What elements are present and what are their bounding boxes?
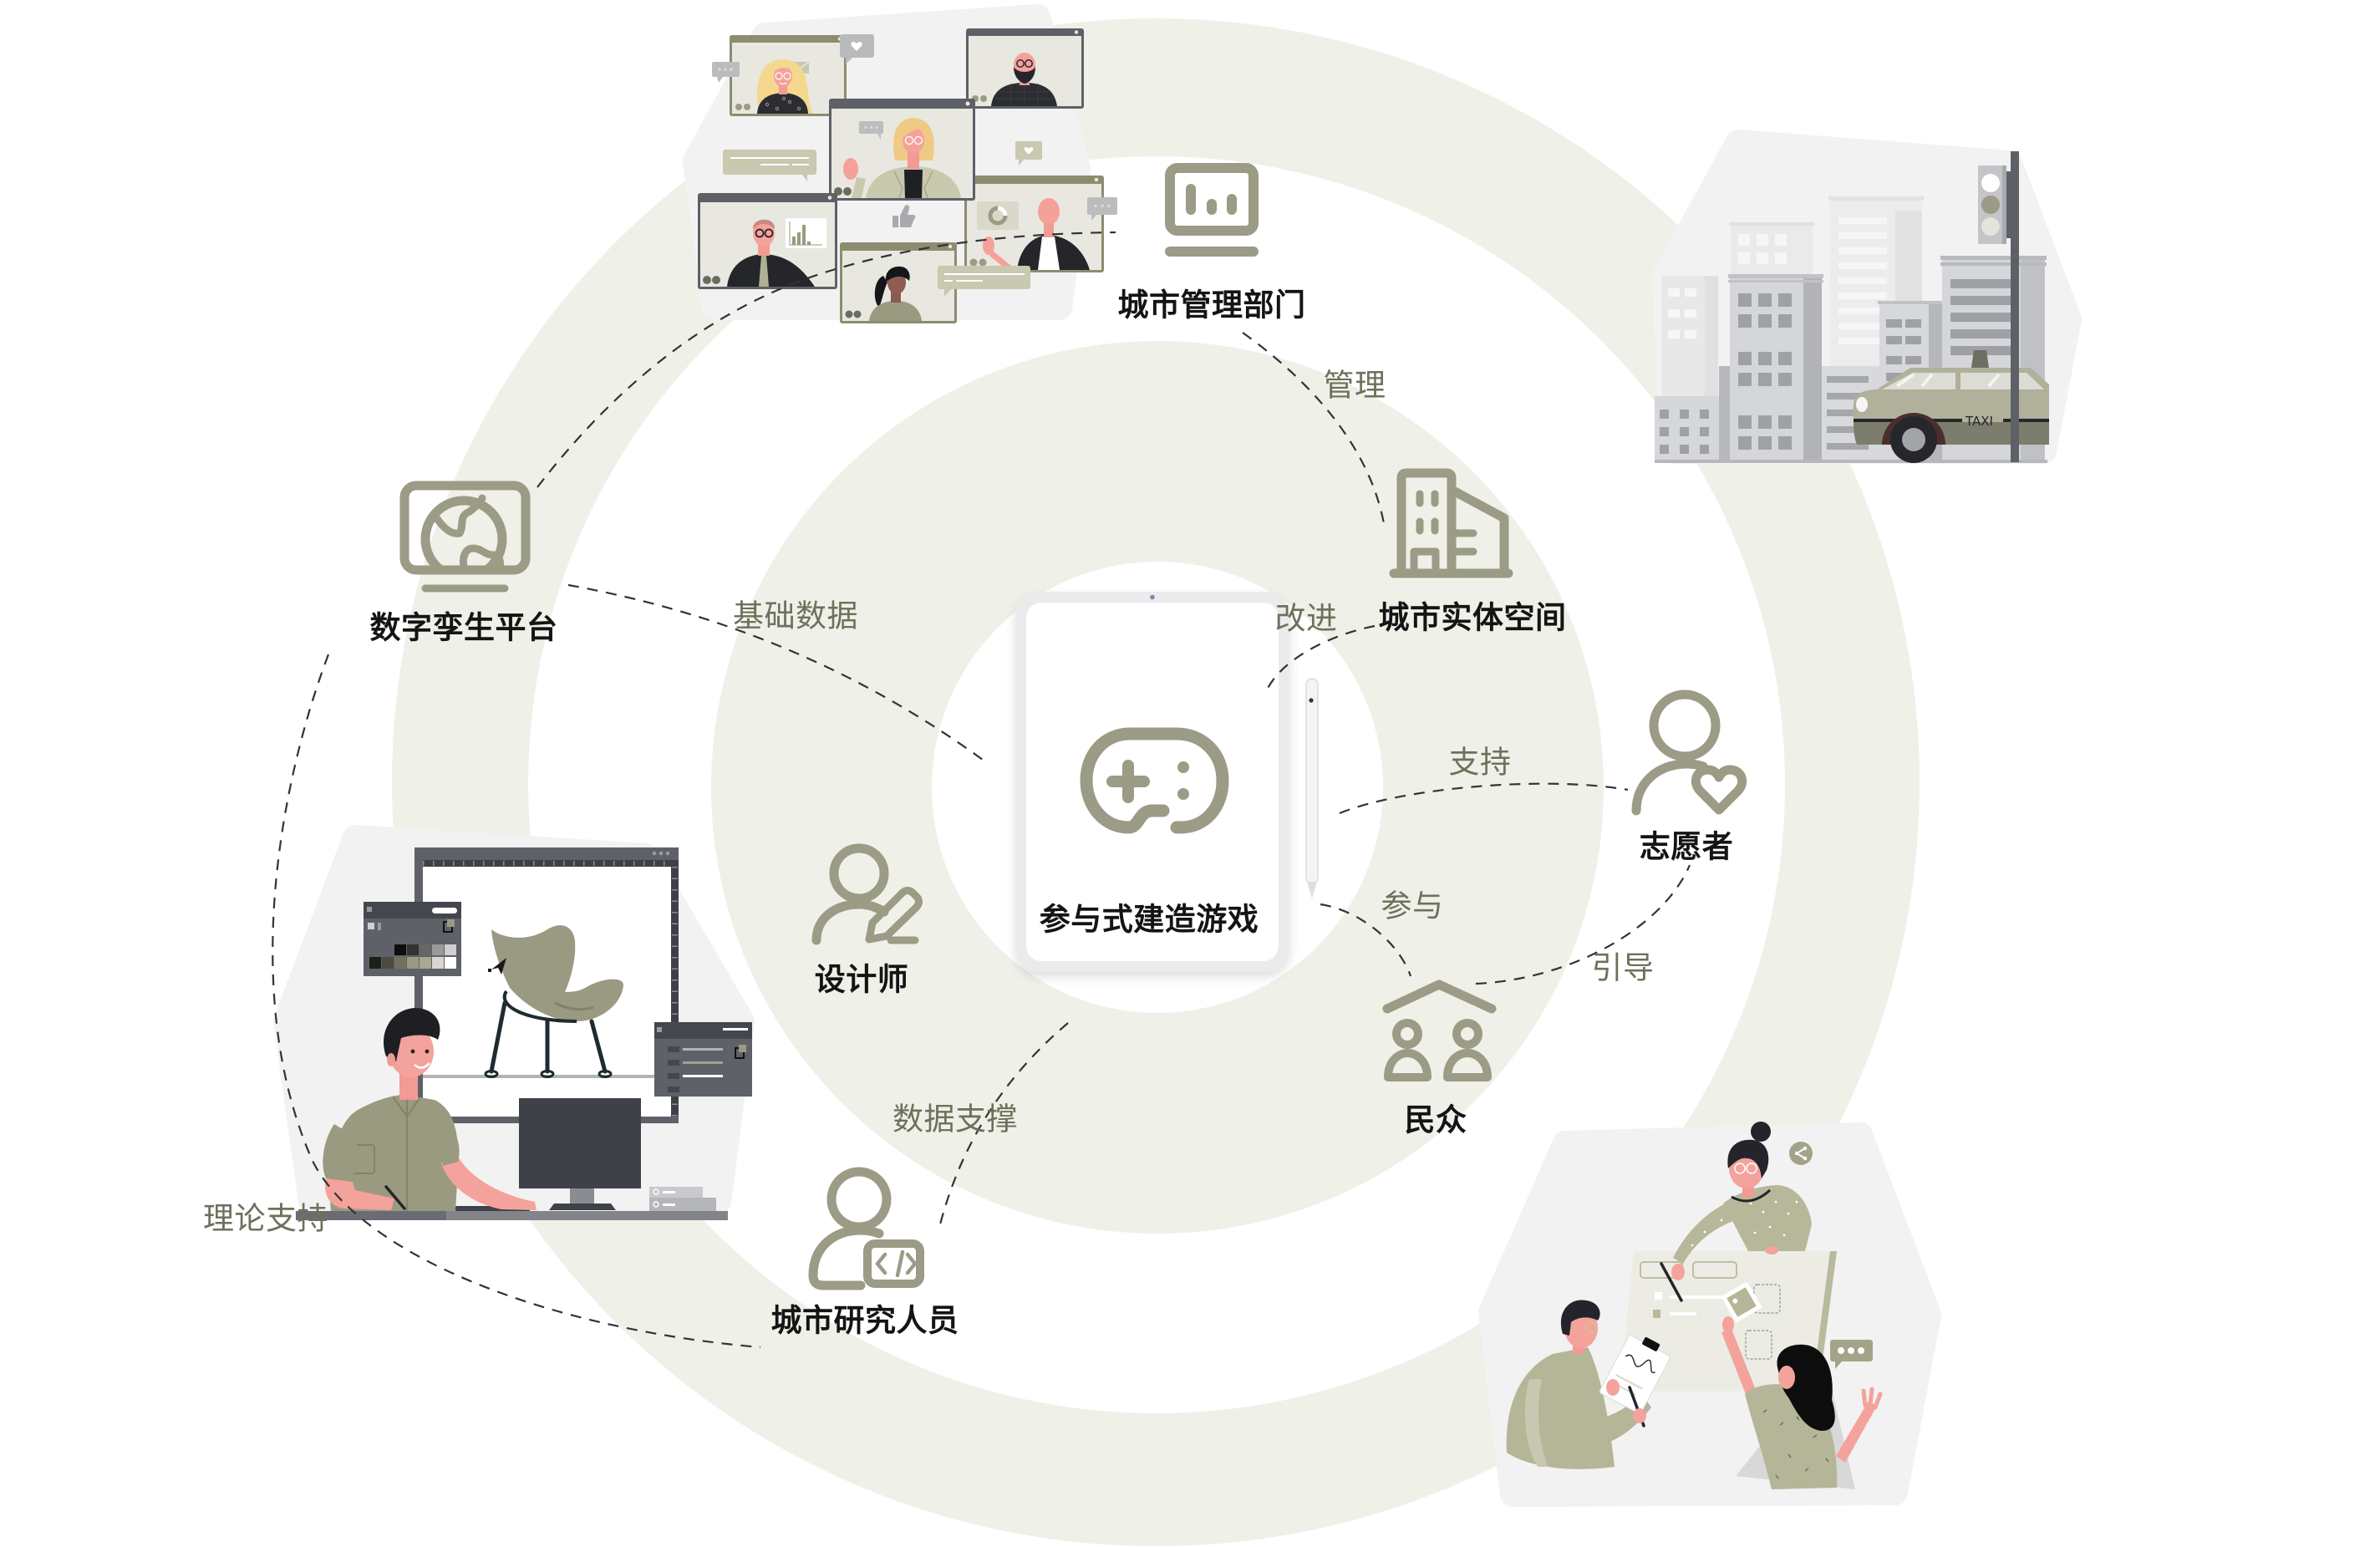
connector-theory-support <box>272 654 761 1349</box>
connector-participate <box>1320 903 1412 977</box>
message-bubble-1 <box>723 150 816 181</box>
edge-label-base-data: 基础数据 <box>733 598 858 634</box>
edge-label-theory-support: 理论支持 <box>203 1200 328 1237</box>
video-conference-illustration <box>698 28 1117 323</box>
camera-button-icon <box>735 104 742 110</box>
video-window-ponytail-woman <box>840 242 957 323</box>
video-window-waving-woman <box>829 99 975 201</box>
node-label-physical-space: 城市实体空间 <box>1378 599 1567 636</box>
connector-guide <box>1475 864 1691 985</box>
ground-line <box>1655 460 2047 463</box>
heart-bubble-icon-2 <box>1015 141 1042 165</box>
bar-chart-panel <box>786 218 826 248</box>
gamepad-icon <box>1080 727 1229 834</box>
person-man-with-clipboard <box>1506 1300 1671 1469</box>
node-label-designer: 设计师 <box>814 961 909 998</box>
edge-label-manage: 管理 <box>1323 367 1386 404</box>
connector-lines <box>272 231 1691 1349</box>
taxi-sign: TAXI <box>1965 414 1993 429</box>
connector-support <box>1339 782 1629 815</box>
house-people-icon <box>1382 980 1497 1081</box>
stylus-pencil <box>1305 678 1319 898</box>
building-icon <box>1389 468 1513 578</box>
share-icon <box>1789 1142 1813 1165</box>
node-label-researcher: 城市研究人员 <box>770 1302 959 1339</box>
tablet-device <box>1015 592 1289 972</box>
desktop-monitor <box>519 1098 641 1210</box>
monitor-chart-icon <box>1165 163 1259 257</box>
connector-manage <box>1242 332 1386 529</box>
node-label-public: 民众 <box>1404 1102 1467 1138</box>
team-collaboration-illustration <box>1506 1122 1883 1489</box>
person-pencil-icon <box>811 843 923 945</box>
edge-label-data-support: 数据支撑 <box>892 1101 1018 1137</box>
message-bubble-2 <box>938 266 1030 297</box>
connector-improve <box>1264 624 1376 695</box>
designer-workstation-illustration <box>296 847 752 1220</box>
person-heart-icon <box>1631 690 1747 816</box>
video-window-bearded-man <box>966 28 1084 109</box>
thumbs-up-icon <box>892 205 916 227</box>
person-woman-with-photo <box>1721 1282 1883 1489</box>
connector-data-support <box>938 1022 1069 1225</box>
chair-drawing <box>484 925 623 1078</box>
edge-label-improve: 改进 <box>1274 600 1338 637</box>
person-standing-woman <box>1660 1122 1812 1302</box>
heart-bubble-icon <box>840 34 874 64</box>
taxi: TAXI <box>1853 350 2049 463</box>
books <box>649 1187 716 1211</box>
video-window-bald-man <box>964 176 1104 272</box>
color-palette-panel <box>364 902 461 976</box>
video-window-blonde-woman <box>730 35 847 116</box>
chat-bubble-typing-1 <box>712 62 740 83</box>
edge-label-guide: 引导 <box>1591 949 1655 986</box>
node-label-city-management: 城市管理部门 <box>1117 287 1306 323</box>
chat-bubble-typing-2 <box>1087 197 1117 221</box>
donut-chart-panel <box>977 201 1019 230</box>
chat-bubble-typing-3 <box>1830 1340 1873 1369</box>
traffic-light <box>1978 151 2019 462</box>
cursor-icon <box>491 958 506 975</box>
edge-label-participate: 参与 <box>1381 888 1444 924</box>
city-street-illustration: TAXI <box>1655 151 2049 463</box>
phone-button-icon <box>744 104 750 110</box>
video-window-man-with-chart <box>698 193 837 289</box>
node-label-digital-twin: 数字孪生平台 <box>369 609 558 646</box>
edge-label-support: 支持 <box>1448 744 1512 781</box>
properties-panel <box>654 1022 752 1097</box>
globe-monitor-icon <box>399 481 531 593</box>
connector-twin-to-meeting <box>537 231 1116 488</box>
designer-person <box>323 1008 537 1211</box>
tablet-camera <box>1150 594 1155 600</box>
apple-logo-icon <box>1309 698 1314 703</box>
person-code-icon <box>808 1167 924 1290</box>
node-label-volunteer: 志愿者 <box>1639 828 1734 865</box>
center-label: 参与式建造游戏 <box>1039 901 1259 938</box>
